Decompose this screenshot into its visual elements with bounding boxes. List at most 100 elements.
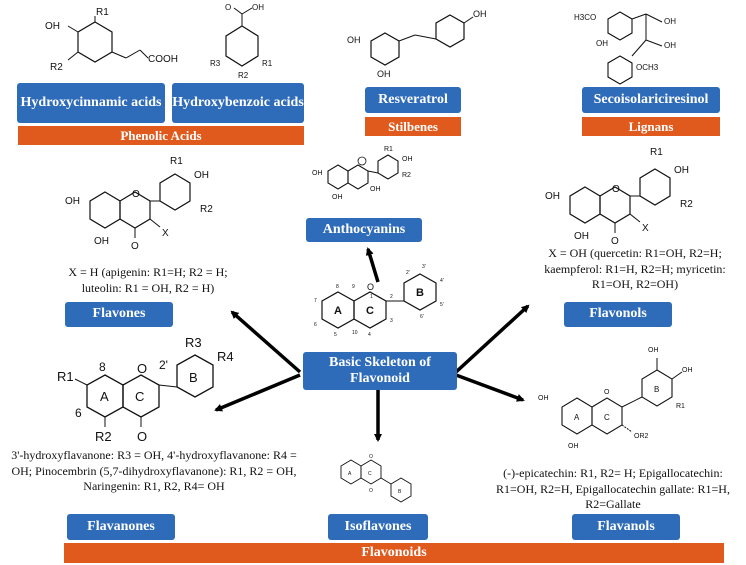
num-10: 10 [352, 330, 358, 336]
r1-label: R1 [96, 7, 109, 18]
oh-label: OH [682, 367, 693, 374]
oh-label: OH [402, 156, 413, 163]
hydroxybenzoic-acids-label: Hydroxybenzoic acids [172, 83, 304, 123]
ring-a-label: A [100, 389, 109, 404]
r2-label: R2 [402, 172, 411, 179]
oh-label: OH [252, 3, 264, 12]
flavone-structure: O OH OH O X R1 OH R2 [65, 156, 213, 252]
och3-label: OCH3 [636, 63, 659, 72]
o-label: O [131, 241, 139, 252]
flavanol-structure: A C B O OH OH OR2 OH OH R1 [538, 347, 693, 450]
flavanones-description: 3'-hydroxyflavanone: R3 = OH, 4'-hydroxy… [11, 448, 297, 494]
num-6: 6 [314, 322, 317, 328]
r1-label: R1 [650, 147, 663, 158]
ring-c-label: C [368, 471, 372, 477]
oh-label: OH [377, 69, 391, 79]
oh-label: OH [473, 9, 487, 19]
o-label: O [137, 361, 147, 376]
r1-label: R1 [57, 369, 74, 384]
oh-label: OH [664, 17, 676, 26]
o-label: O [612, 184, 620, 195]
oh-label: OH [568, 443, 579, 450]
oh-label: OH [545, 191, 560, 202]
o-label: O [132, 189, 140, 200]
cooh-label: COOH [148, 54, 178, 65]
arrow-to-anthocyanins [365, 247, 380, 283]
r1-label: R1 [384, 146, 393, 153]
oh-label: OH [94, 236, 109, 247]
oh-label: OH [194, 170, 209, 181]
ring-b-label: B [398, 489, 402, 495]
or2-label: OR2 [634, 433, 649, 440]
ring-a-label: A [348, 471, 352, 477]
x-label: X [162, 228, 169, 239]
o-label: O [137, 429, 147, 444]
lignans-bar: Lignans [582, 117, 720, 136]
resveratrol-structure: OH OH OH [347, 9, 487, 79]
arrow-to-flavonols [454, 304, 530, 374]
num-5p: 5' [440, 302, 444, 308]
r3-label: R3 [185, 335, 202, 350]
two-prime-label: 2' [159, 358, 168, 372]
flavonoids-bar: Flavonoids [64, 543, 724, 563]
r3-label: R3 [210, 59, 221, 68]
o-label: O [369, 454, 373, 460]
r4-label: R4 [217, 349, 234, 364]
ring-b-label: B [416, 287, 424, 299]
oh-label: OH [45, 21, 60, 32]
num-8: 8 [99, 360, 106, 374]
stilbenes-bar: Stilbenes [365, 117, 461, 136]
flavones-label: Flavones [65, 302, 173, 327]
o-label: O [225, 3, 231, 12]
oh-label: OH [538, 395, 549, 402]
ring-c-label: C [135, 389, 144, 404]
h3co-label: H3CO [574, 13, 596, 22]
flavanones-label: Flavanones [67, 514, 175, 540]
num-4: 4 [368, 332, 371, 338]
r2-label: R2 [95, 429, 112, 444]
num-8: 8 [336, 284, 339, 290]
secoisolariciresinol-structure: H3CO OH OH OH OCH3 [574, 11, 676, 85]
isoflavone-structure: A C B O O [340, 454, 412, 503]
basic-skeleton-structure: A C B O 8 9 1 2 3 4 10 5 6 7 2' 3' 4' 5'… [314, 264, 444, 338]
num-9: 9 [352, 284, 355, 290]
r1-label: R1 [170, 156, 183, 167]
num-3p: 3' [422, 264, 426, 270]
r1-label: R1 [262, 59, 273, 68]
hydroxycinnamic-acids-label: Hydroxycinnamic acids [17, 83, 165, 123]
oh-label: OH [332, 194, 343, 201]
resveratrol-label: Resveratrol [365, 87, 461, 113]
flavonols-label: Flavonols [564, 302, 672, 327]
num-3: 3 [390, 318, 393, 324]
num-5: 5 [334, 332, 337, 338]
oh-label: OH [664, 41, 676, 50]
ring-a-label: A [574, 413, 580, 422]
oh-label: OH [370, 186, 381, 193]
num-6p: 6' [420, 314, 424, 320]
num-1: 1 [370, 294, 373, 300]
hydroxycinnamic-structure: R1 OH R2 COOH [45, 7, 178, 73]
oh-label: OH [674, 165, 689, 176]
o-label: O [611, 236, 619, 247]
oh-label: OH [596, 39, 608, 48]
arrow-to-flavanones [214, 373, 301, 412]
flavanone-structure: A C B O 8 6 R1 R2 O 2' R3 R4 [57, 335, 234, 444]
ring-b-label: B [189, 370, 198, 385]
arrow-to-flavones [230, 310, 302, 374]
r2-label: R2 [50, 62, 63, 73]
flavonols-description: X = OH (quercetin: R1=OH, R2=H; kaempfer… [544, 246, 726, 292]
num-7: 7 [314, 298, 317, 304]
x-label: X [642, 223, 649, 234]
anthocyanins-label: Anthocyanins [306, 218, 422, 242]
anthocyanin-structure: OH OH OH R1 OH R2 [312, 146, 413, 201]
phenolic-acids-bar: Phenolic Acids [18, 126, 304, 145]
secoisolariciresinol-label: Secoisolariciresinol [582, 87, 720, 113]
ring-b-label: B [654, 385, 659, 394]
isoflavones-label: Isoflavones [328, 514, 428, 540]
oh-label: OH [347, 35, 361, 45]
r2-label: R2 [238, 71, 249, 80]
ring-a-label: A [334, 305, 342, 317]
oh-label: OH [312, 170, 323, 177]
flavones-description: X = H (apigenin: R1=H; R2 = H; luteolin:… [68, 265, 228, 295]
flavonol-structure: O OH OH O X R1 OH R2 [545, 147, 693, 247]
